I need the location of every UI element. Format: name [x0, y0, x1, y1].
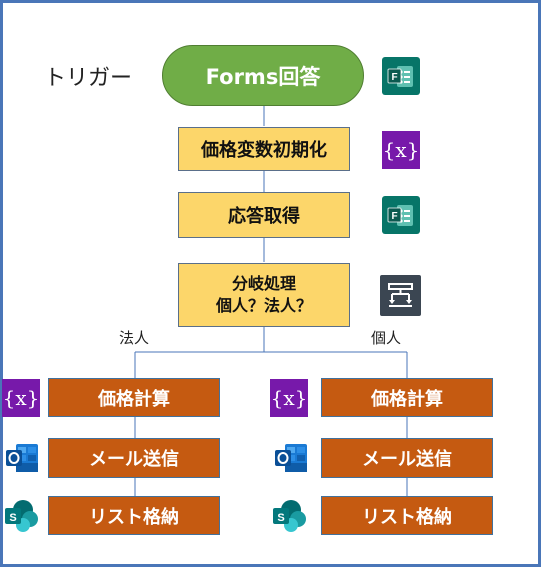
outlook-icon	[4, 439, 40, 477]
svg-text:S: S	[9, 512, 16, 524]
right-price-calc-node: 価格計算	[321, 378, 493, 417]
svg-text:F: F	[391, 211, 397, 222]
get-response-node: 応答取得	[178, 192, 350, 238]
sharepoint-icon: S	[2, 497, 40, 535]
branch-node-line1: 分岐処理	[231, 274, 296, 293]
svg-text:S: S	[277, 512, 284, 524]
forms-icon: F	[382, 57, 420, 95]
right-list-store-node: リスト格納	[321, 496, 493, 535]
branch-label-left: 法人	[119, 329, 150, 347]
branch-node-line2: 個人？法人？	[215, 296, 312, 315]
svg-text:F: F	[391, 72, 397, 83]
init-variable-node: 価格変数初期化	[178, 127, 350, 171]
outlook-icon	[273, 439, 309, 477]
branch-label-right: 個人	[371, 329, 402, 347]
forms-icon: F	[382, 196, 420, 234]
left-list-store-node: リスト格納	[48, 496, 220, 535]
left-send-mail-node: メール送信	[48, 438, 220, 478]
sharepoint-icon: S	[270, 497, 308, 535]
branch-node: 分岐処理 個人？法人？	[178, 263, 350, 327]
trigger-node: Forms回答	[162, 45, 364, 106]
variable-icon: {x}	[2, 379, 40, 417]
right-send-mail-node: メール送信	[321, 438, 493, 478]
condition-icon	[380, 275, 421, 316]
left-price-calc-node: 価格計算	[48, 378, 220, 417]
variable-icon: {x}	[382, 131, 420, 169]
variable-icon: {x}	[270, 379, 308, 417]
trigger-label: トリガー	[44, 66, 133, 91]
